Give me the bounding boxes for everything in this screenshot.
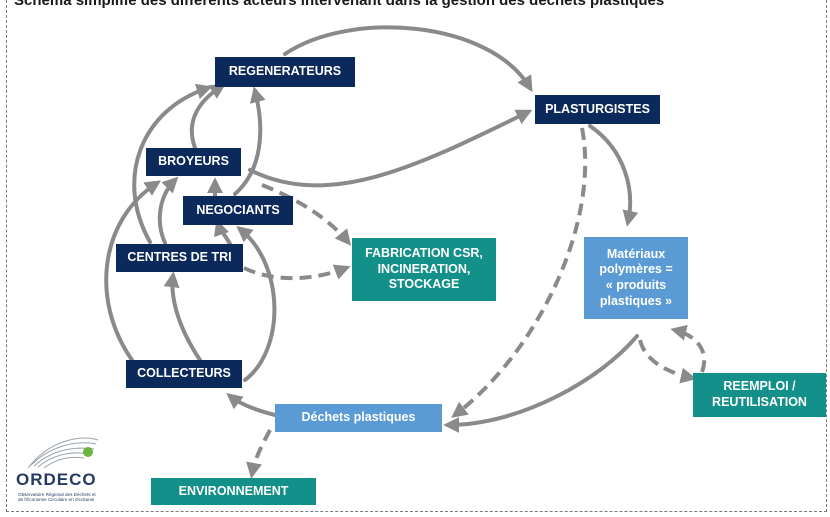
- logo-name: ORDECO: [16, 470, 97, 489]
- materiaux-line-4: plastiques »: [599, 293, 673, 308]
- diagram-frame: [6, 0, 827, 512]
- diagram-title: Schéma simplifié des différents acteurs …: [14, 0, 665, 9]
- arrow-dechets-collecteurs: [226, 393, 277, 417]
- arrow-centres-regenerateurs: [132, 83, 213, 244]
- node-fabrication-incineration-stockage: FABRICATION CSR, INCINERATION, STOCKAGE: [352, 238, 496, 301]
- fabrication-line-3: STOCKAGE: [388, 277, 460, 292]
- arrow-broyeurs-regenerateurs: [189, 83, 227, 150]
- materiaux-line-2: polymères =: [599, 262, 673, 277]
- logo-subtitle-line-2: de l'Économie Circulaire en Occitanie: [18, 497, 95, 503]
- node-dechets-plastiques: Déchets plastiques: [275, 404, 442, 432]
- logo-subtitle-line-1: Observatoire Régional des Déchets et: [18, 492, 96, 497]
- arrow-negociants-regenerateurs: [233, 86, 266, 196]
- arrow-regenerateurs-plasturgistes: [283, 25, 533, 93]
- materiaux-line-1: Matériaux: [606, 246, 666, 261]
- arrow-centres-fabrication: [243, 264, 351, 281]
- arrow-broyeurs-plasturgistes: [248, 109, 533, 188]
- reemploi-line-2: REUTILISATION: [712, 395, 807, 409]
- node-regenerateurs: REGENERATEURS: [215, 57, 355, 87]
- reemploi-line-1: REEMPLOI /: [723, 379, 796, 394]
- arrow-plasturgistes-dechets: [451, 127, 588, 418]
- arrow-collecteurs-broyeurs: [104, 180, 162, 362]
- arrow-centres-negociants: [213, 219, 232, 246]
- fabrication-line-1: FABRICATION CSR,: [365, 246, 483, 261]
- fabrication-line-2: INCINERATION,: [377, 261, 471, 276]
- arrow-materiaux-reemploi: [638, 339, 697, 384]
- node-negociants: NEGOCIANTS: [183, 196, 293, 225]
- arrow-centres-broyeurs: [157, 176, 179, 245]
- materiaux-line-3: « produits: [605, 278, 667, 292]
- arrow-reemploi-materiaux: [670, 324, 707, 373]
- arrow-materiaux-dechets: [443, 334, 639, 433]
- arrow-collecteurs-negociants: [236, 225, 277, 382]
- logo-subtitle: Observatoire Régional des Déchets et de …: [18, 492, 114, 503]
- node-broyeurs: BROYEURS: [146, 148, 241, 176]
- node-reemploi-reutilisation: REEMPLOI / REUTILISATION: [693, 373, 826, 417]
- arrow-dechets-environnement: [246, 429, 272, 479]
- node-materiaux-polymeres: Matériaux polymères = « produits plastiq…: [584, 237, 688, 319]
- node-environnement: ENVIRONNEMENT: [151, 478, 316, 505]
- node-centres-de-tri: CENTRES DE TRI: [116, 244, 243, 272]
- node-plasturgistes: PLASTURGISTES: [535, 95, 660, 124]
- node-collecteurs: COLLECTEURS: [126, 360, 242, 388]
- ordeco-logo-icon: [27, 437, 99, 469]
- arrow-plasturgistes-materiaux: [588, 124, 639, 227]
- arrow-collecteurs-centres: [163, 271, 202, 362]
